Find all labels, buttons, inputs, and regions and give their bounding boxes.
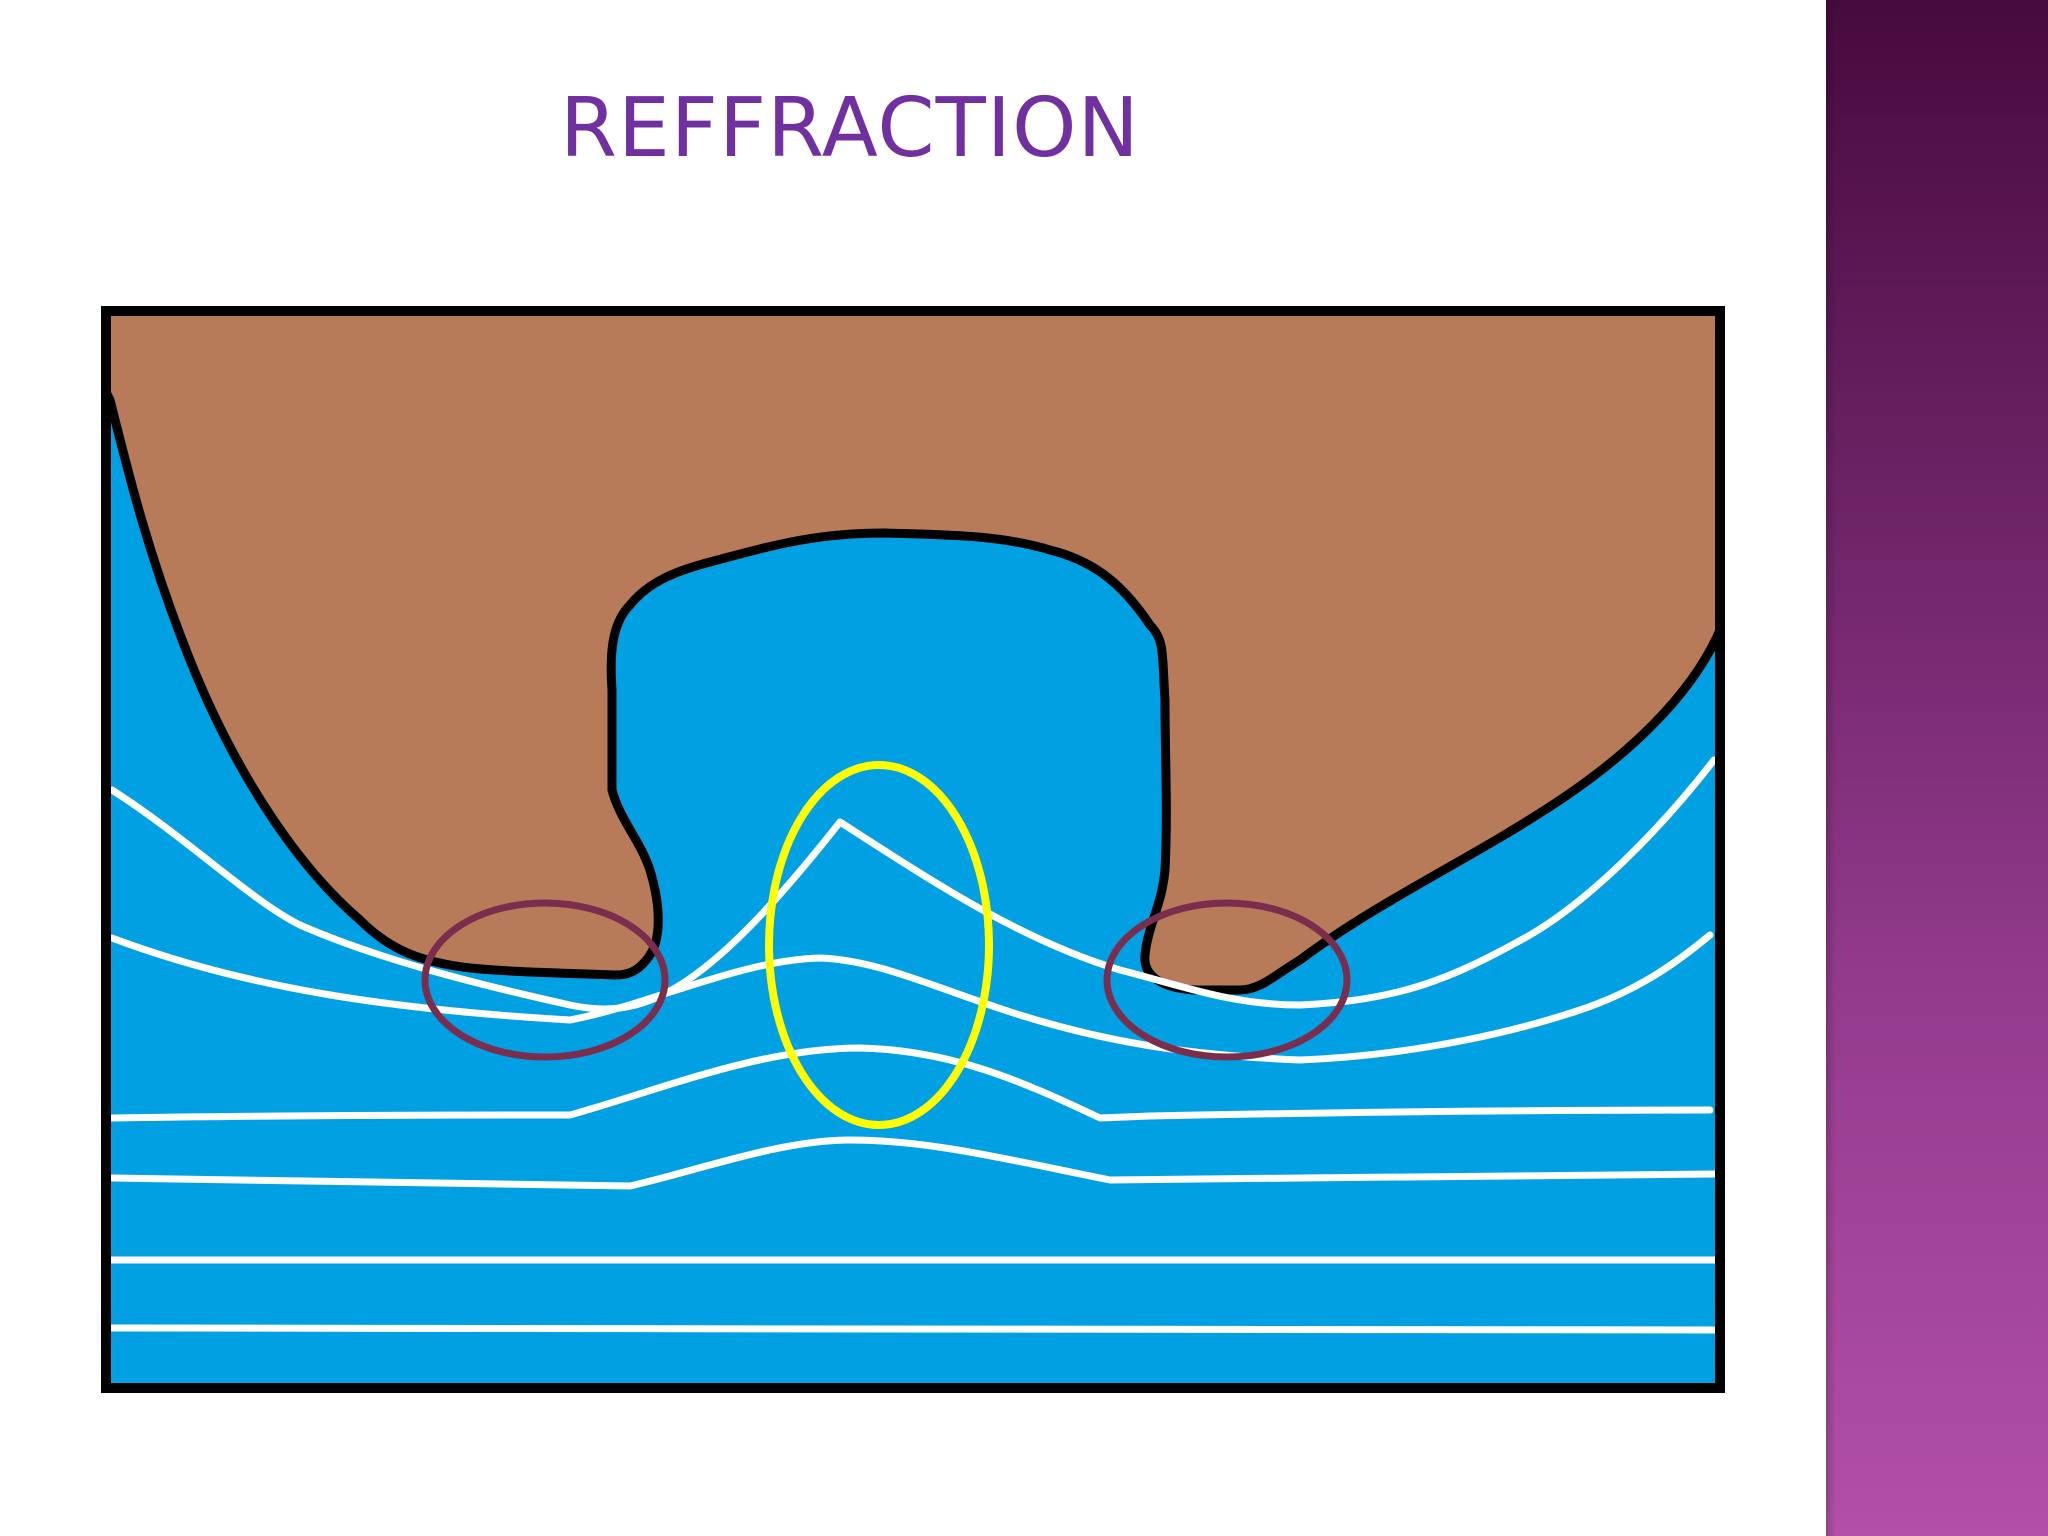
diagram-frame bbox=[101, 306, 1725, 1393]
wave-line-3 bbox=[108, 1044, 1714, 1122]
wave-line-4 bbox=[108, 1136, 1719, 1190]
headland-highlight-right bbox=[1103, 899, 1351, 1061]
decorative-side-band bbox=[1826, 0, 2048, 1536]
wave-line-6 bbox=[102, 1324, 1722, 1334]
bay-highlight bbox=[765, 761, 993, 1129]
land-mass bbox=[106, 311, 1720, 995]
slide-title: REFFRACTION bbox=[560, 81, 1140, 176]
side-band-shadow bbox=[1826, 0, 1836, 1536]
headland-highlight-left bbox=[421, 899, 669, 1061]
wave-line-1 bbox=[108, 756, 1718, 1013]
